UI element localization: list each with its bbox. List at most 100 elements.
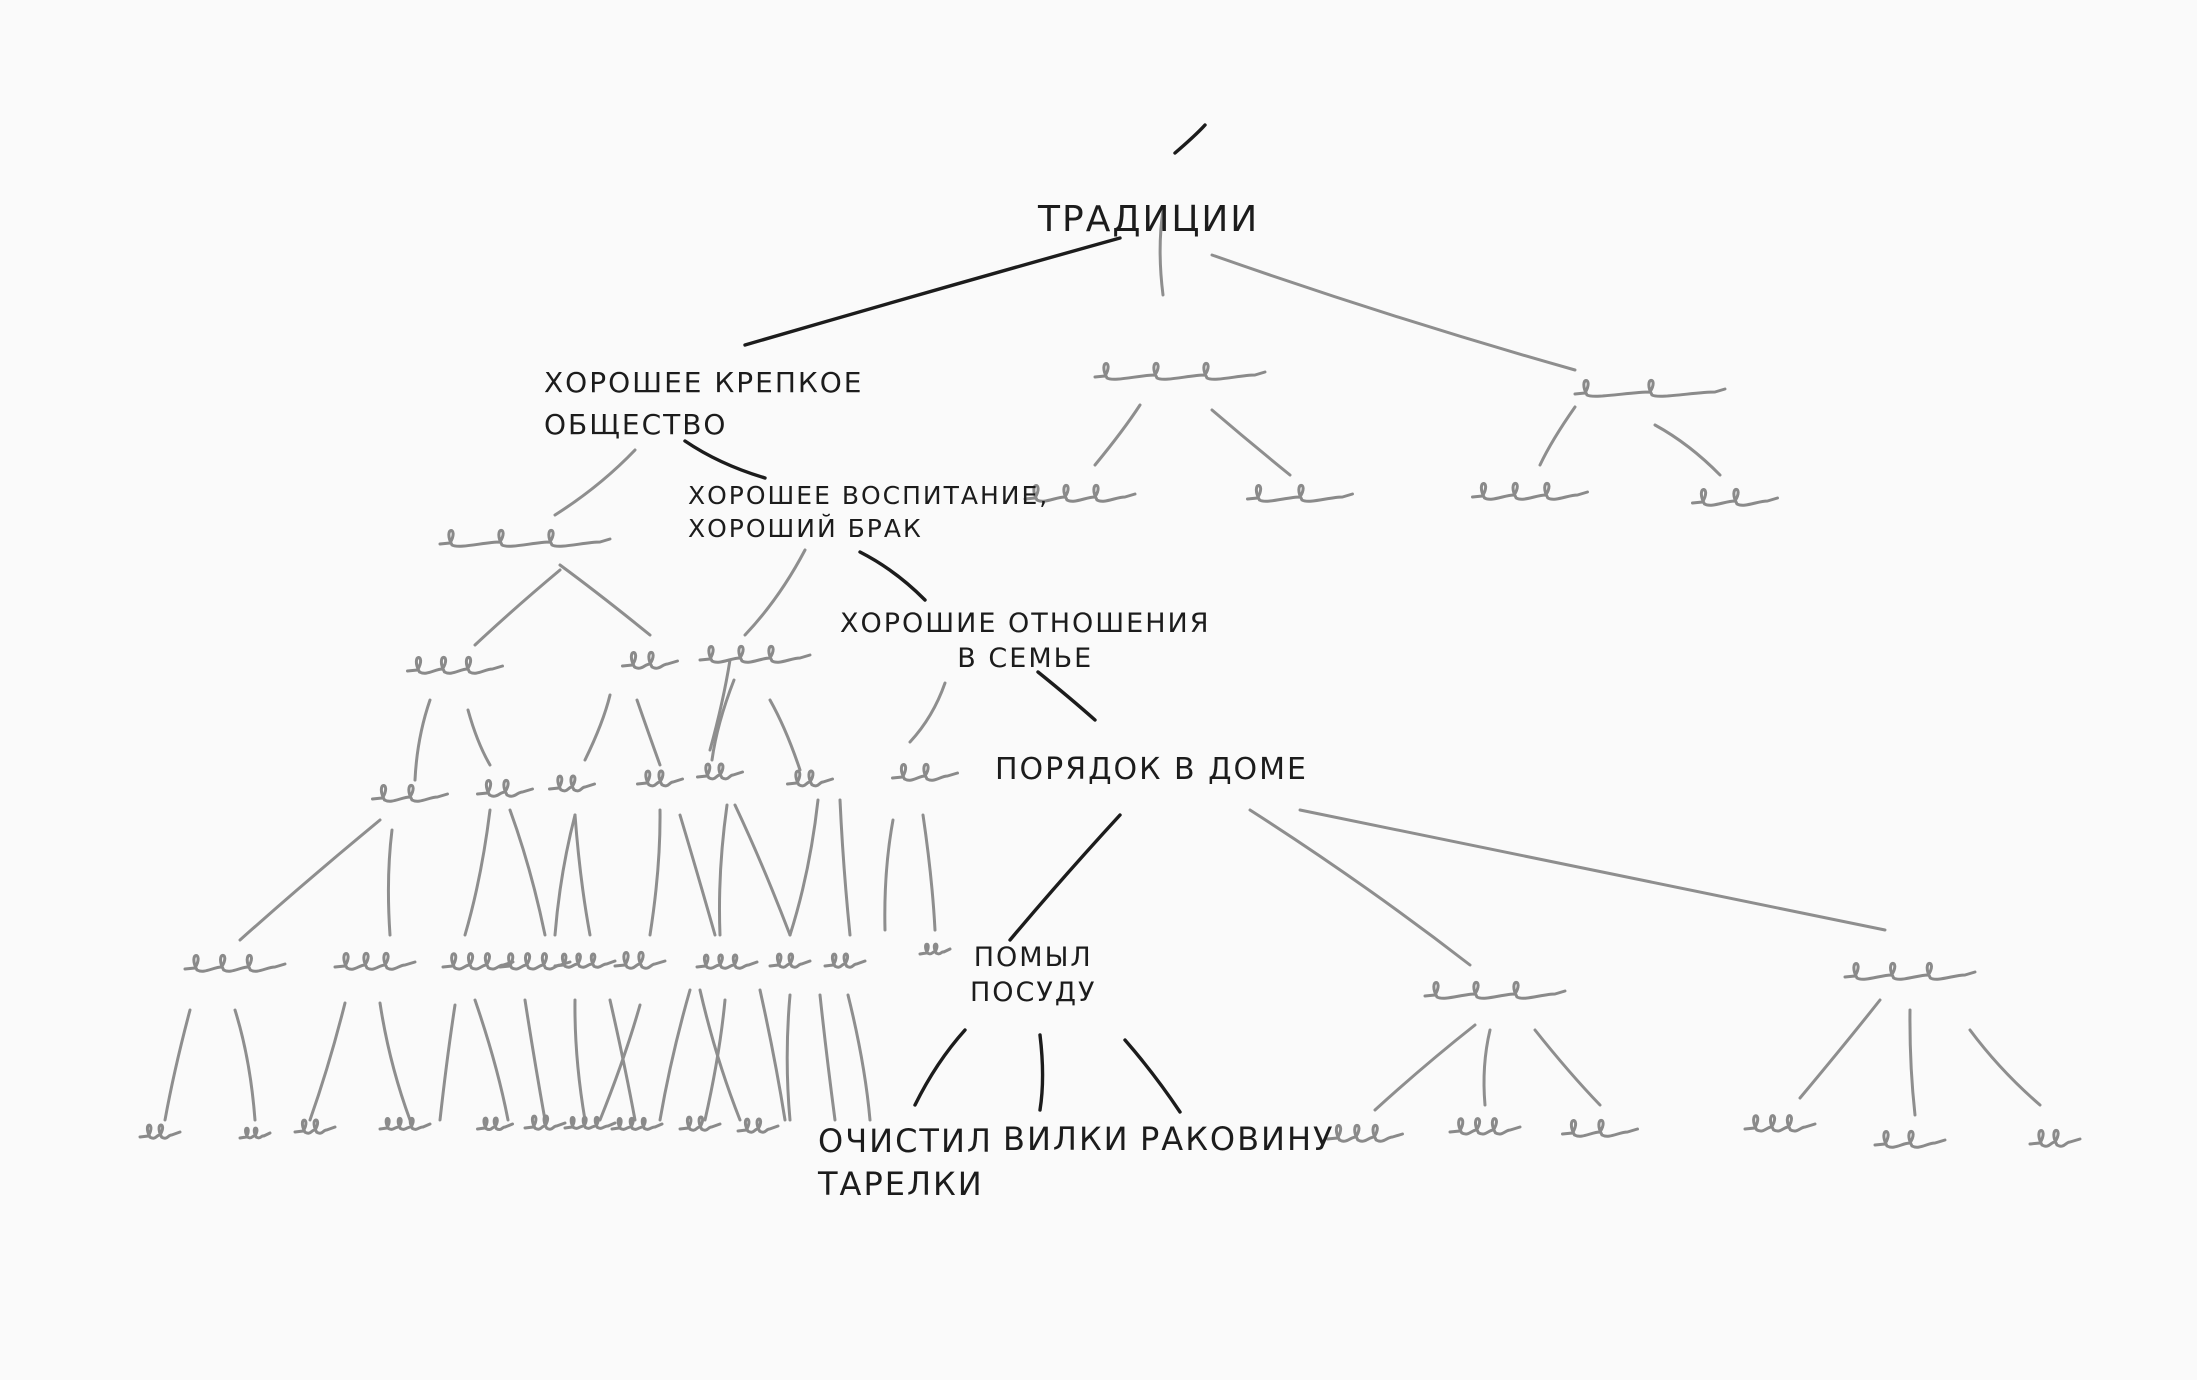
unnamed-edge xyxy=(908,681,947,744)
unnamed-node-scribble xyxy=(498,952,572,971)
unnamed-node-scribble xyxy=(476,778,534,798)
unnamed-node-scribble xyxy=(1561,1118,1639,1138)
unnamed-node-scribble xyxy=(138,1123,182,1140)
node-society-label: ХОРОШЕЕ КРЕПКОЕ ОБЩЕСТВО xyxy=(544,366,864,441)
unnamed-edge xyxy=(523,998,547,1122)
unnamed-edge xyxy=(233,1008,257,1122)
highlighted-edge xyxy=(858,550,927,602)
unnamed-node-scribble xyxy=(1326,1123,1404,1143)
unnamed-edge xyxy=(743,548,807,637)
unnamed-edge xyxy=(378,1001,412,1122)
unnamed-edge xyxy=(648,808,662,937)
unnamed-edge xyxy=(921,813,937,932)
unnamed-edge xyxy=(838,798,852,937)
unnamed-node-scribble xyxy=(621,650,679,670)
unnamed-edge xyxy=(1653,423,1722,477)
unnamed-edge xyxy=(473,568,562,647)
unnamed-edge xyxy=(558,563,652,637)
unnamed-node-scribble xyxy=(1448,1117,1522,1136)
unnamed-edge xyxy=(1248,808,1472,967)
unnamed-edge xyxy=(386,828,394,937)
unnamed-edge xyxy=(1908,1008,1917,1117)
unnamed-edge xyxy=(635,698,662,767)
unnamed-edge xyxy=(608,998,637,1122)
highlighted-edge xyxy=(913,1028,967,1107)
unnamed-node-scribble xyxy=(610,1116,664,1131)
root-node-label: ТРАДИЦИИ xyxy=(1038,199,1260,240)
unnamed-node-scribble xyxy=(476,1116,514,1132)
highlighted-path-lines xyxy=(683,123,1207,1114)
unnamed-edge xyxy=(1298,808,1887,932)
unnamed-edge xyxy=(758,988,787,1122)
unnamed-edge xyxy=(678,813,717,937)
unnamed-node-scribble xyxy=(823,952,867,969)
unnamed-node-scribble xyxy=(1873,1129,1947,1149)
unnamed-edge xyxy=(708,658,732,752)
unnamed-node-scribble xyxy=(2028,1128,2082,1148)
unnamed-edge xyxy=(710,678,736,762)
unnamed-edge xyxy=(718,803,729,937)
unnamed-node-scribble xyxy=(238,1126,272,1140)
highlighted-edge xyxy=(1008,813,1122,942)
unnamed-node-scribble xyxy=(1843,961,1977,981)
unnamed-node-scribble xyxy=(438,528,612,548)
unnamed-node-scribble xyxy=(918,942,952,956)
unnamed-node-scribble xyxy=(1423,980,1567,1000)
unnamed-edge xyxy=(508,808,547,937)
unnamed-edge xyxy=(466,708,492,767)
highlighted-edge xyxy=(1173,123,1207,155)
unnamed-node-scribble xyxy=(698,644,812,664)
unnamed-node-scribble xyxy=(563,1115,617,1130)
unnamed-edge xyxy=(238,818,382,942)
unnamed-node-scribble xyxy=(441,952,515,971)
unnamed-edge xyxy=(473,998,510,1122)
unnamed-node-scribble xyxy=(1471,481,1589,501)
unnamed-node-scribble xyxy=(333,951,417,971)
unnamed-edge xyxy=(163,1008,192,1122)
unnamed-branch-lines xyxy=(163,208,2042,1122)
unnamed-node-scribble xyxy=(371,783,449,803)
unnamed-edge xyxy=(846,993,872,1122)
unnamed-node-scribble xyxy=(1246,483,1354,503)
unnamed-edge xyxy=(553,448,637,517)
unnamed-node-scribble xyxy=(768,952,812,969)
unnamed-edge xyxy=(788,798,820,937)
unnamed-edge xyxy=(598,1003,642,1122)
highlighted-edge xyxy=(1038,1033,1045,1112)
leaf-sink-label: РАКОВИНУ xyxy=(1140,1120,1335,1158)
unnamed-edge xyxy=(1158,208,1165,297)
unnamed-node-scribble xyxy=(1023,483,1137,503)
unnamed-node-scribble xyxy=(183,953,287,973)
unnamed-edge xyxy=(553,813,577,937)
highlighted-edge xyxy=(1036,670,1097,722)
unnamed-edge xyxy=(463,808,492,937)
unnamed-node-scribble xyxy=(736,1117,780,1134)
unnamed-node-scribble xyxy=(696,762,744,781)
unnamed-edge xyxy=(573,813,592,937)
unnamed-edge xyxy=(573,998,587,1122)
unnamed-edge xyxy=(1093,403,1142,467)
unnamed-node-scribble xyxy=(1743,1114,1817,1133)
unnamed-edge xyxy=(438,1003,457,1122)
unnamed-edge xyxy=(308,1001,347,1122)
unnamed-node-scribble xyxy=(1573,378,1727,398)
unnamed-edge xyxy=(413,698,432,782)
unnamed-node-scribble xyxy=(553,952,617,969)
node-dishes-label: ПОМЫЛ ПОСУДУ xyxy=(970,942,1097,1009)
highlighted-edge xyxy=(1123,1038,1182,1114)
unnamed-node-scribble xyxy=(695,953,759,970)
unnamed-node-scribble xyxy=(891,762,959,782)
unnamed-edge xyxy=(785,993,792,1122)
unnamed-edge xyxy=(1373,1023,1477,1112)
unnamed-node-scribbles xyxy=(138,361,2082,1149)
unnamed-edge xyxy=(1210,408,1292,477)
unnamed-edge xyxy=(1210,253,1577,372)
unnamed-edge xyxy=(703,998,727,1122)
leaf-plates-label: ОЧИСТИЛ ТАРЕЛКИ xyxy=(818,1122,993,1204)
node-upbringing-label: ХОРОШЕЕ ВОСПИТАНИЕ, ХОРОШИЙ БРАК xyxy=(688,481,1050,543)
highlighted-edge xyxy=(743,236,1122,347)
unnamed-node-scribble xyxy=(293,1118,337,1135)
unnamed-node-scribble xyxy=(548,774,596,793)
unnamed-node-scribble xyxy=(406,655,504,675)
